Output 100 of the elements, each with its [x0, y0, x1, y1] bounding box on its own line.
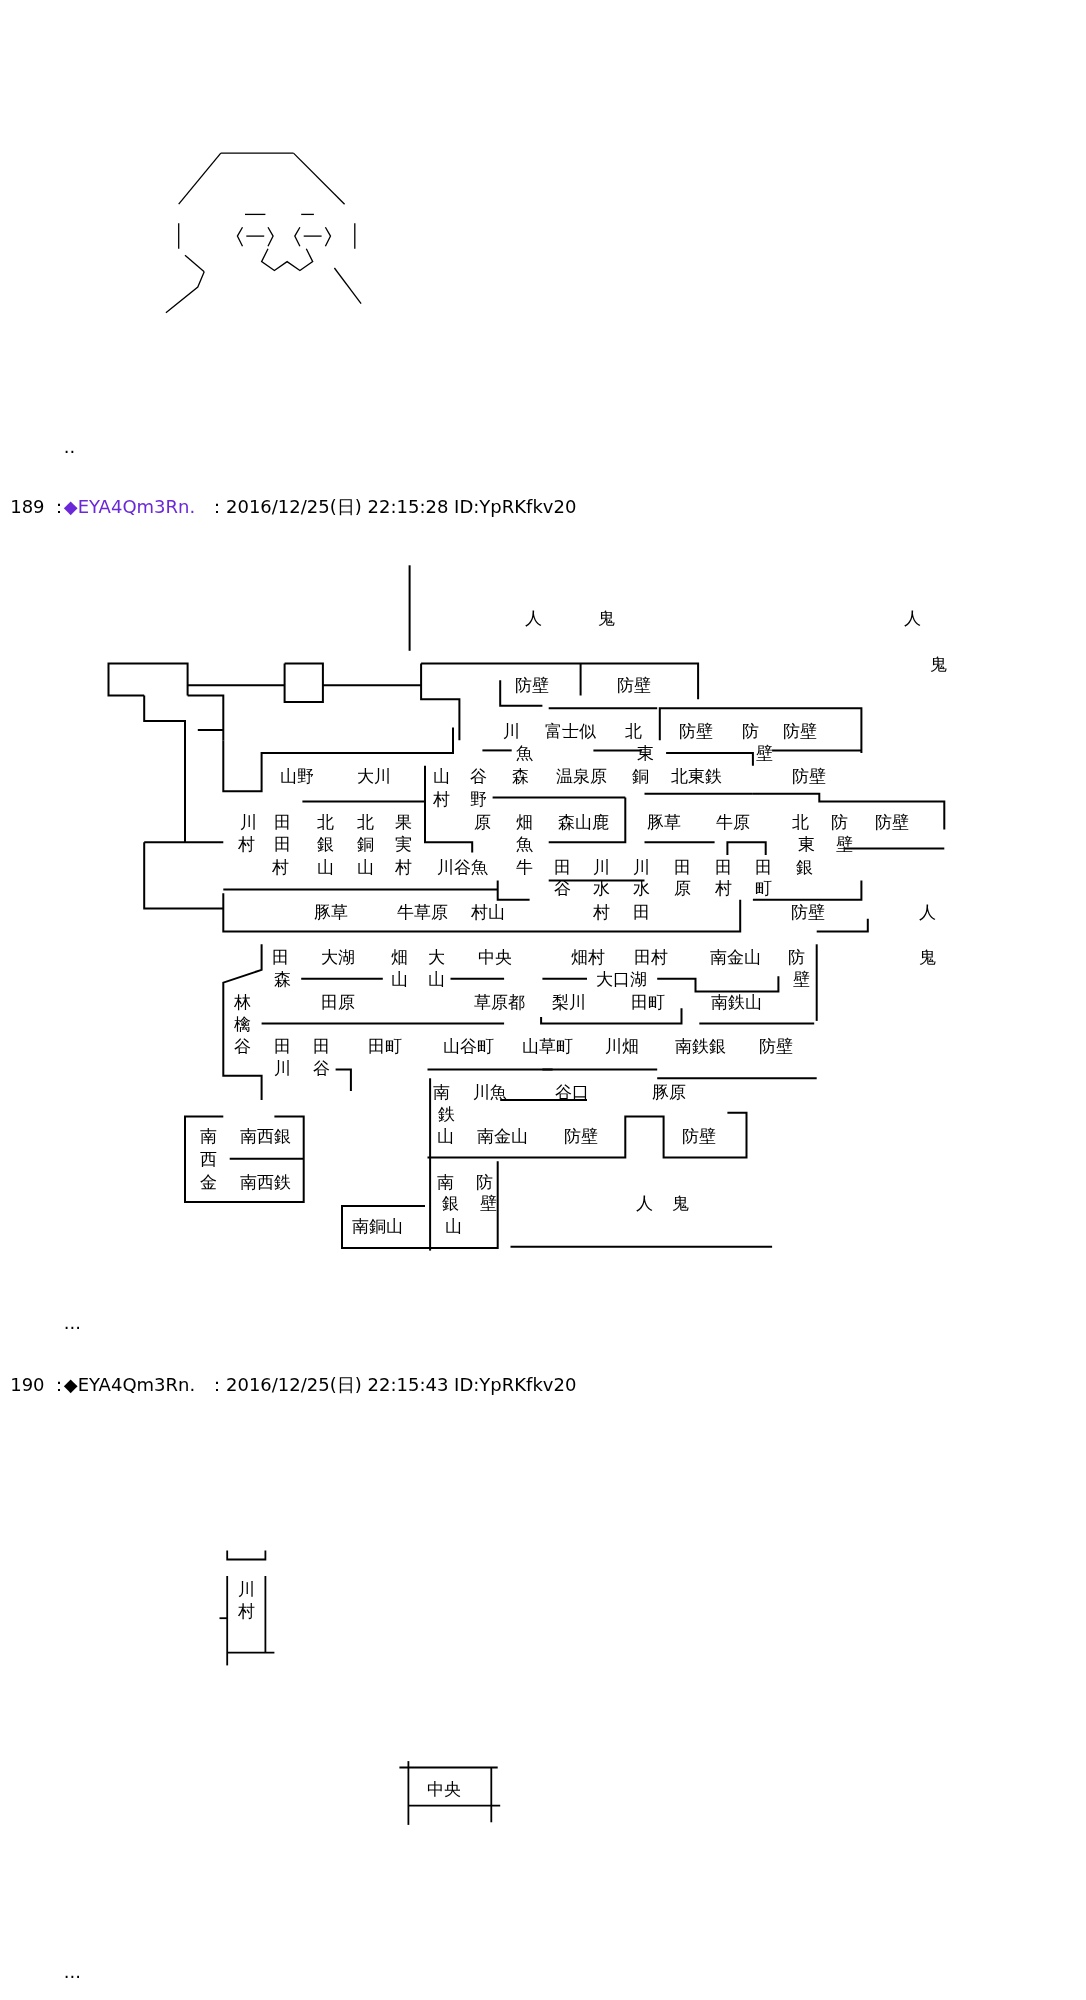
- ellipsis-text: ..: [63, 437, 76, 456]
- map-label: 実: [394, 835, 412, 852]
- map-label: 川: [633, 858, 651, 875]
- map-label: 銀: [442, 1194, 459, 1212]
- map-label: 村: [394, 858, 412, 875]
- map-label: 防壁: [758, 1037, 793, 1055]
- map-label: 防: [476, 1173, 494, 1191]
- map-label: 南銅山: [352, 1217, 404, 1235]
- map-label: 山: [436, 1127, 454, 1145]
- map-label: 田町: [631, 993, 666, 1011]
- map-label: 大: [427, 948, 445, 966]
- map-label: 防壁: [682, 1127, 717, 1145]
- map-label: 壁: [755, 744, 773, 762]
- map-label: 川: [592, 858, 610, 875]
- map-label: 豚原: [651, 1083, 686, 1101]
- map-label: 村: [237, 835, 255, 852]
- map-label: 鬼: [919, 948, 937, 966]
- map-label: 谷口: [554, 1083, 589, 1101]
- map-label: 梨川: [552, 993, 587, 1011]
- map-label: 川谷魚: [436, 858, 488, 875]
- map-label: 田: [554, 858, 572, 875]
- map-label: 鬼: [929, 655, 947, 673]
- map-label: 村山: [470, 903, 505, 921]
- map-label: 南西鉄: [239, 1173, 291, 1191]
- map-label: 畑: [516, 813, 533, 831]
- map-label: 魚: [516, 744, 533, 762]
- map-label: 防壁: [515, 676, 550, 694]
- map-label: 山草町: [522, 1037, 573, 1055]
- map-label: 谷: [313, 1059, 331, 1077]
- map-label: 東: [798, 835, 815, 852]
- map-label: 田: [313, 1037, 331, 1055]
- map-label: 鉄: [438, 1105, 456, 1123]
- map-label: 牛草原: [396, 903, 448, 921]
- map-label: 原: [473, 813, 491, 831]
- map-label: 壁: [792, 970, 810, 988]
- map-label: 防: [787, 948, 805, 966]
- map-label: 鬼: [597, 609, 615, 627]
- map-label: 銅: [632, 767, 650, 785]
- map-label: 豚草: [313, 903, 348, 921]
- map-label: 大湖: [321, 948, 356, 966]
- map-label: 大口湖: [596, 970, 647, 988]
- map-label: 草原都: [473, 993, 525, 1011]
- map-label: 南: [436, 1173, 454, 1191]
- map-label: 川: [240, 813, 258, 831]
- map-label: 防: [831, 813, 849, 831]
- map-label: 鬼: [671, 1194, 689, 1212]
- map-label: ...: [63, 1314, 81, 1333]
- map-label: 谷: [554, 879, 572, 897]
- map-label: 田: [273, 835, 291, 852]
- map-label: 森: [273, 970, 291, 988]
- map-label: 大川: [356, 767, 391, 785]
- map-label: 山: [390, 970, 408, 988]
- map-label: 北東鉄: [671, 767, 723, 785]
- map-label: 銅: [356, 835, 374, 852]
- map-label: 川魚: [473, 1083, 507, 1101]
- map-label: 町: [754, 879, 772, 897]
- map-label: 北: [624, 722, 642, 740]
- map-label: 谷: [470, 767, 488, 785]
- map-label: 村: [715, 879, 733, 897]
- map-label: 川: [273, 1059, 291, 1077]
- map-label: 村: [237, 1602, 255, 1619]
- map-label: ：2016/12/25(日) 22:15:43 ID:YpRKfkv20: [208, 1375, 577, 1394]
- map-label: 山: [316, 858, 334, 875]
- map-label: 防壁: [783, 722, 818, 740]
- map-label: 田: [633, 903, 651, 921]
- map-label: 田: [273, 813, 291, 831]
- map-label: 防壁: [678, 722, 713, 740]
- map-label: 田原: [321, 993, 356, 1011]
- map-label: 牛原: [715, 813, 750, 831]
- map-label: 中央: [427, 1780, 462, 1798]
- map-label: 原: [674, 879, 692, 897]
- map-label: 水: [592, 879, 610, 897]
- map-label: 檎: [234, 1015, 251, 1032]
- map-label: 銀: [316, 835, 334, 852]
- map-label: 森: [512, 767, 530, 785]
- map-label: 田: [273, 1037, 291, 1055]
- map-label: 南: [433, 1083, 450, 1101]
- map-label: 川: [237, 1580, 255, 1598]
- map-label: 山谷町: [442, 1037, 494, 1055]
- map-label: 田町: [368, 1037, 403, 1055]
- map-label: 南西銀: [239, 1127, 291, 1145]
- map-label: 水: [633, 879, 651, 897]
- post-timestamp: ：2016/12/25(日) 22:15:28 ID:YpRKfkv20: [208, 497, 577, 516]
- map-label: 銀: [795, 858, 813, 875]
- map-label: 南鉄銀: [675, 1037, 727, 1055]
- map-label: 温泉原: [556, 767, 608, 785]
- map-label: 村: [272, 858, 290, 875]
- map-label: 南金山: [477, 1127, 529, 1145]
- map-label: 防壁: [792, 767, 827, 785]
- map-label: 東: [637, 744, 655, 762]
- map-label: 南金山: [709, 948, 761, 966]
- map-label: 防壁: [790, 903, 825, 921]
- map-label: 南: [199, 1127, 217, 1145]
- map-label: 果: [394, 813, 412, 831]
- map-label: 村: [433, 790, 450, 808]
- map-label: 畑村: [571, 948, 606, 966]
- map-label: 田: [715, 858, 733, 875]
- map-label: 田: [272, 948, 290, 966]
- map-label: 北: [316, 813, 334, 831]
- map-label: 魚: [516, 835, 533, 852]
